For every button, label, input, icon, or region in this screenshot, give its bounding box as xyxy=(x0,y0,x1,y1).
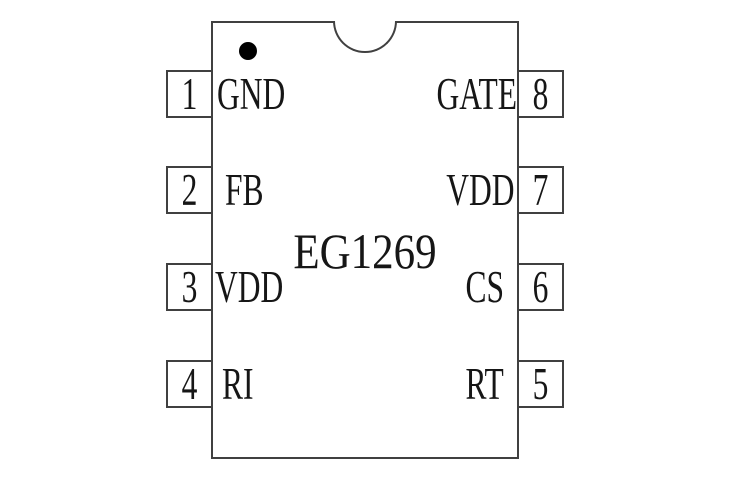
pin-number-8: 8 xyxy=(532,69,549,119)
pin-name-gnd: GND xyxy=(217,69,286,119)
pin-name-cs: CS xyxy=(465,262,504,312)
pin-number-5: 5 xyxy=(532,359,549,409)
pin-number-1: 1 xyxy=(181,69,198,119)
pin-name-vdd-left: VDD xyxy=(215,262,284,312)
pin-number-box-7: 7 xyxy=(517,166,564,214)
pin-name-gate: GATE xyxy=(436,69,517,119)
index-notch-icon xyxy=(333,21,397,53)
pin-number-4: 4 xyxy=(181,359,198,409)
pin-number-box-8: 8 xyxy=(517,70,564,118)
pin-number-6: 6 xyxy=(532,262,549,312)
pin-name-ri: RI xyxy=(222,359,254,409)
pin-number-3: 3 xyxy=(181,262,198,312)
pin-name-vdd-right: VDD xyxy=(445,165,514,215)
pin-number-box-1: 1 xyxy=(166,70,213,118)
pin1-indicator-dot-icon xyxy=(239,42,257,60)
pin-number-box-4: 4 xyxy=(166,360,213,408)
ic-package-body: EG1269 GND FB VDD RI GATE VDD CS RT xyxy=(211,21,519,459)
pin-number-box-6: 6 xyxy=(517,263,564,311)
pin-number-box-2: 2 xyxy=(166,166,213,214)
pin-number-box-3: 3 xyxy=(166,263,213,311)
pin-name-rt: RT xyxy=(465,359,504,409)
pin-number-7: 7 xyxy=(532,165,549,215)
pin-number-box-5: 5 xyxy=(517,360,564,408)
part-number-label: EG1269 xyxy=(293,223,437,279)
pin-number-2: 2 xyxy=(181,165,198,215)
pin-name-fb: FB xyxy=(225,165,264,215)
